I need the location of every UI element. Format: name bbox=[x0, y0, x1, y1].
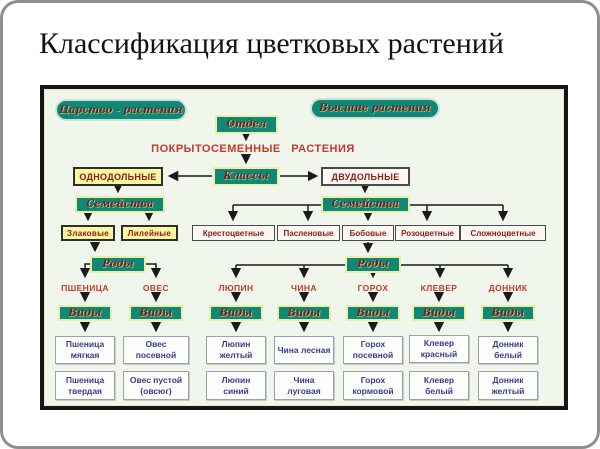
species-item: Донник желтый bbox=[478, 371, 538, 400]
genus-label: КЛЕВЕР bbox=[420, 283, 458, 293]
family-box: Пасленовые bbox=[277, 225, 340, 241]
angiosperms-label: ПОКРЫТОСЕМЕННЫЕ РАСТЕНИЯ bbox=[151, 143, 355, 155]
species-rank-box: Виды bbox=[481, 305, 535, 321]
page-title: Классификация цветковых растений bbox=[39, 27, 504, 60]
species-rank-box: Виды bbox=[412, 305, 466, 321]
classes-rank-box: Классы bbox=[213, 167, 279, 186]
family-box: Лилейные bbox=[121, 225, 178, 241]
family-box: Бобовые bbox=[342, 225, 394, 241]
species-rank-box: Виды bbox=[129, 305, 183, 321]
species-rank-box: Виды bbox=[277, 305, 331, 321]
higher-plants-pill: Высшие растения bbox=[310, 98, 440, 119]
species-item: Овес пустой (овсюг) bbox=[123, 371, 189, 400]
genera-rank-box-left: Роды bbox=[90, 256, 146, 273]
species-item: Люпин желтый bbox=[206, 336, 266, 364]
families-rank-box-left: Семейства bbox=[75, 196, 165, 213]
kingdom-pill: Царство - растения bbox=[55, 99, 187, 121]
species-item: Клевер красный bbox=[409, 335, 469, 363]
dicots-box: ДВУДОЛЬНЫЕ bbox=[321, 167, 410, 186]
species-rank-box: Виды bbox=[346, 305, 400, 321]
species-item: Люпин синий bbox=[206, 371, 266, 400]
family-box: Злаковые bbox=[61, 225, 115, 241]
species-item: Чина лесная bbox=[274, 336, 334, 364]
genus-label: ГОРОХ bbox=[357, 283, 389, 293]
species-item: Пшеница мягкая bbox=[55, 336, 115, 364]
species-rank-box: Виды bbox=[58, 305, 112, 321]
genus-label: ЧИНА bbox=[291, 283, 317, 293]
family-box: Крестоцветные bbox=[192, 225, 275, 241]
species-item: Овес посевной bbox=[123, 336, 189, 364]
genera-rank-box-right: Роды bbox=[345, 256, 401, 273]
species-item: Клевер белый bbox=[409, 371, 469, 400]
monocots-box: ОДНОДОЛЬНЫЕ bbox=[73, 167, 163, 186]
families-rank-box-right: Семейства bbox=[321, 196, 410, 213]
division-rank-box: Отдел bbox=[215, 115, 278, 134]
genus-label: ЛЮПИН bbox=[218, 283, 254, 293]
genus-label: ДОННИК bbox=[488, 283, 528, 293]
species-item: Пшеница твердая bbox=[55, 371, 115, 400]
species-item: Чина луговая bbox=[274, 371, 334, 400]
species-item: Горох посевной bbox=[343, 336, 403, 364]
genus-label: ПШЕНИЦА bbox=[61, 283, 109, 293]
genus-label: ОВЕС bbox=[142, 283, 170, 293]
species-item: Донник белый bbox=[478, 336, 538, 364]
species-item: Горох кормовой bbox=[343, 371, 403, 400]
family-box: Розоцветные bbox=[395, 225, 460, 241]
species-rank-box: Виды bbox=[209, 305, 263, 321]
family-box: Сложноцветные bbox=[460, 225, 546, 241]
